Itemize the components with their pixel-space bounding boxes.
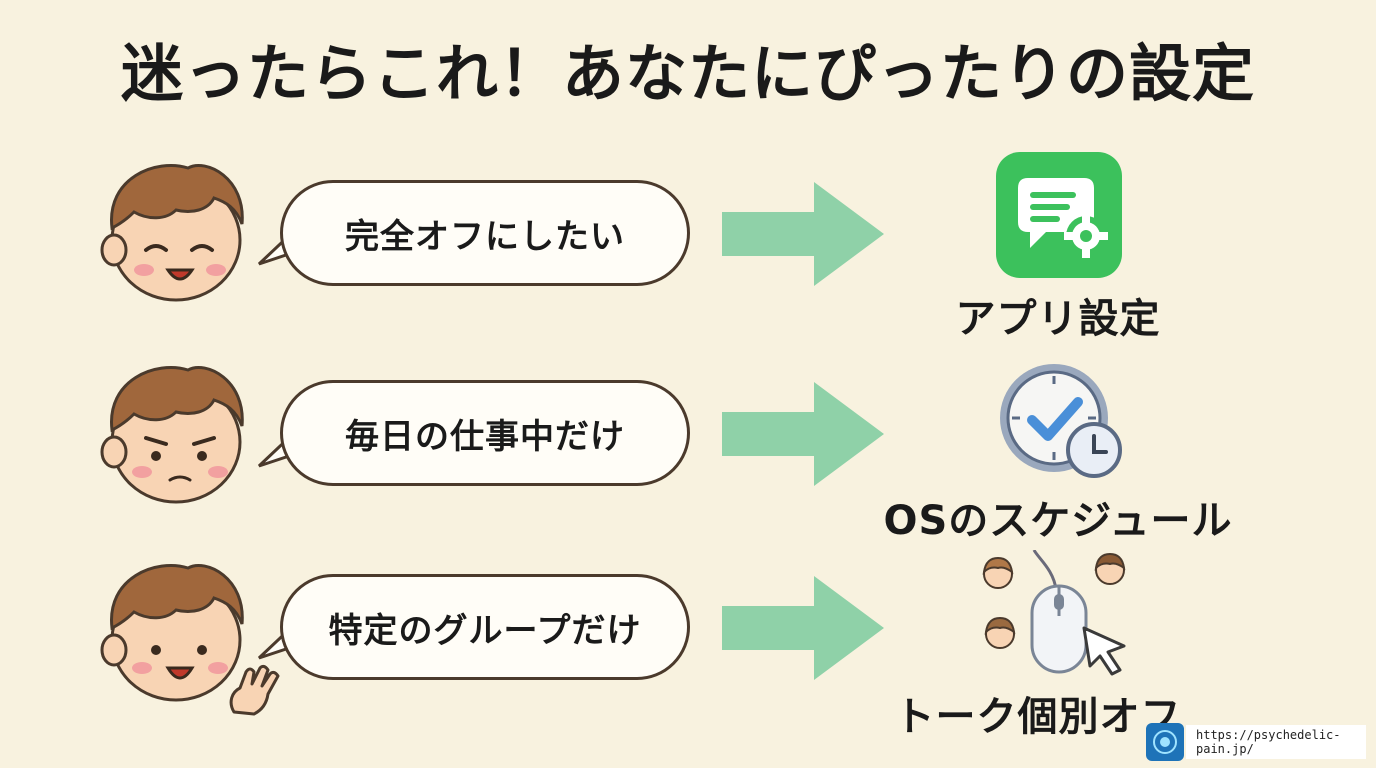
right-arrow-icon [722,182,884,286]
option-row-os-schedule: 毎日の仕事中だけ OSのスケジュール [0,360,1376,544]
determined-face-icon [100,366,244,504]
clock-check-icon [1000,364,1122,478]
option-row-app-settings: 完全オフにしたい アプリ設定 [0,152,1376,342]
right-arrow-icon [722,382,884,486]
result-label: OSのスケジュール [883,498,1233,544]
smiling-face-icon [100,564,244,702]
option-row-talk-mute: 特定のグループだけ トーク個別オフ [0,550,1376,740]
chat-gear-app-icon [996,152,1122,278]
site-logo-icon [1146,723,1184,761]
result-label: トーク個別オフ [894,694,1182,740]
waving-hand-icon [229,664,280,716]
mouse-people-icon [982,550,1126,676]
right-arrow-icon [722,576,884,680]
site-url[interactable]: https://psychedelic-pain.jp/ [1186,725,1366,759]
page-title: 迷ったらこれ！あなたにぴったりの設定 [120,37,1255,110]
happy-face-icon [100,164,244,302]
speech-bubble: 毎日の仕事中だけ [280,380,690,486]
speech-bubble: 完全オフにしたい [280,180,690,286]
result-label: アプリ設定 [955,296,1161,342]
speech-bubble: 特定のグループだけ [280,574,690,680]
